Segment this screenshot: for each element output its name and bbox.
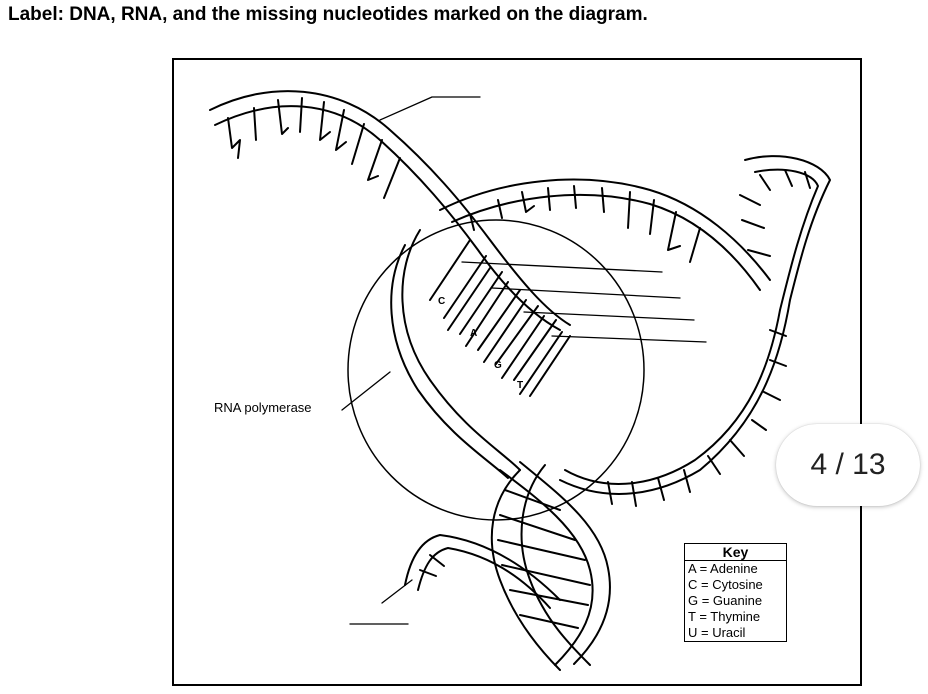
key-item-adenine: A = Adenine xyxy=(688,561,758,576)
page-counter: 4 / 13 xyxy=(776,424,920,506)
key-item-guanine: G = Guanine xyxy=(688,593,763,608)
dna-strand-upper xyxy=(209,90,571,326)
instruction-text: Label: DNA, RNA, and the missing nucleot… xyxy=(8,4,648,25)
key-item-uracil: U = Uracil xyxy=(688,625,746,640)
dna-strand-lower-left xyxy=(404,534,561,601)
label-line-polymerase xyxy=(341,371,391,411)
rna-strand-arc xyxy=(439,178,771,281)
dna-helix-lower xyxy=(490,469,561,671)
key-title: Key xyxy=(685,544,786,561)
rna-polymerase-label: RNA polymerase xyxy=(214,400,312,415)
dna-strand-right xyxy=(559,155,831,495)
label-line-top xyxy=(379,96,481,121)
label-line-1 xyxy=(461,261,663,273)
base-letter-g: G xyxy=(494,360,502,371)
label-line-3 xyxy=(523,311,695,321)
key-item-thymine: T = Thymine xyxy=(688,609,761,624)
dna-strand-crossing xyxy=(401,229,521,471)
base-pair-rungs xyxy=(429,239,571,397)
base-letter-c: C xyxy=(438,296,445,307)
label-line-2 xyxy=(491,287,681,299)
label-line-4 xyxy=(551,335,707,343)
rna-polymerase-body xyxy=(347,219,645,521)
base-letter-t: T xyxy=(517,380,523,391)
key-legend: Key A = Adenine C = Cytosine G = Guanine… xyxy=(684,543,787,642)
label-line-bottom xyxy=(381,579,413,604)
base-letter-a: A xyxy=(470,328,477,339)
key-item-cytosine: C = Cytosine xyxy=(688,577,763,592)
